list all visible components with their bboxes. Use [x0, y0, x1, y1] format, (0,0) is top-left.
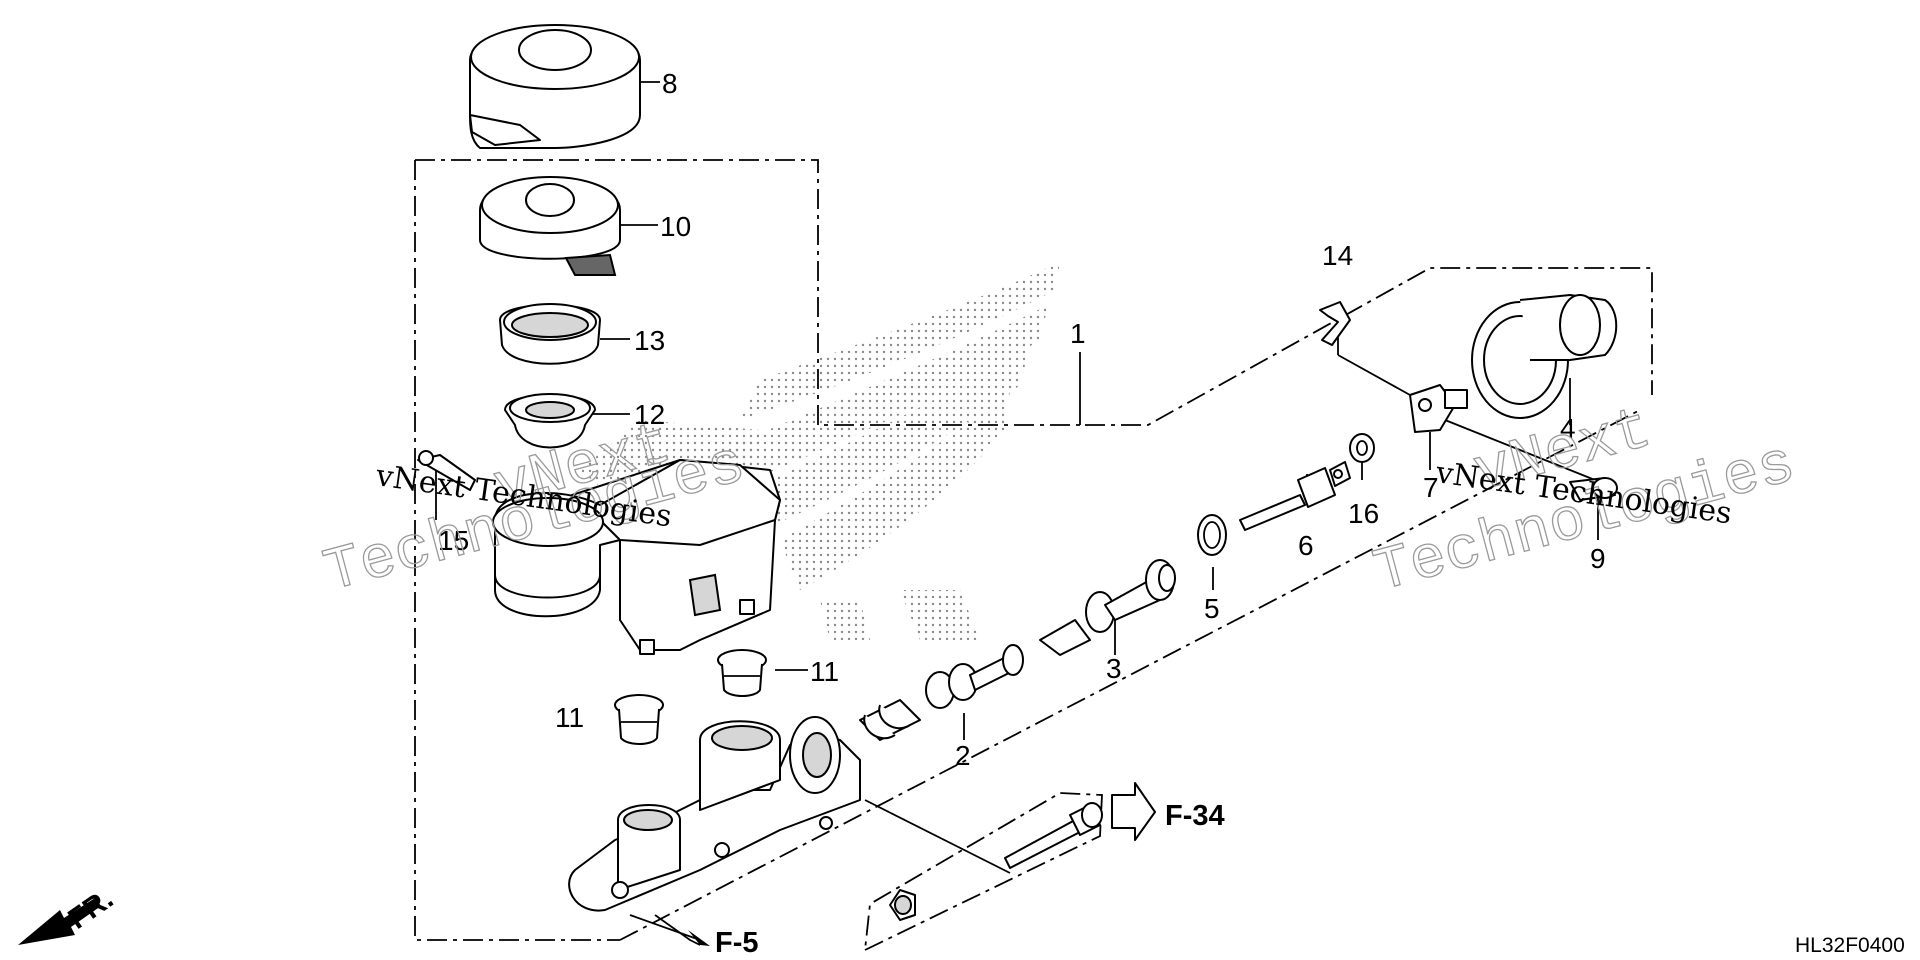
reservoir-cover	[469, 24, 641, 149]
callout-11-upper: 11	[810, 656, 839, 687]
front-direction-arrow-icon	[18, 898, 101, 945]
reference-arrow-icon	[1111, 782, 1156, 841]
reference-arrow-icon	[654, 914, 710, 946]
clip-14	[1319, 301, 1351, 346]
pin-9	[1569, 477, 1618, 501]
flange-nut	[889, 889, 916, 921]
grommet-upper	[717, 649, 767, 697]
joint-7	[1409, 384, 1468, 433]
callout-10: 10	[660, 211, 691, 242]
push-rod-6	[1239, 461, 1351, 531]
piston-3	[1039, 559, 1176, 656]
diaphragm-plate	[504, 393, 596, 449]
assembly-outline-left	[414, 159, 1653, 941]
callout-3: 3	[1106, 653, 1122, 684]
master-cylinder-body	[568, 716, 861, 912]
screw-15	[417, 450, 476, 491]
callout-9: 9	[1590, 543, 1606, 574]
piston-2	[859, 644, 1024, 741]
callout-4: 4	[1560, 413, 1576, 444]
grommet-lower	[614, 694, 664, 745]
diaphragm	[499, 303, 601, 365]
callout-15: 15	[438, 525, 469, 556]
boot-4	[1471, 294, 1618, 419]
callout-7: 7	[1423, 472, 1439, 503]
callout-1: 1	[1070, 318, 1086, 349]
callout-8: 8	[662, 68, 678, 99]
callout-16: 16	[1348, 498, 1379, 529]
callout-13: 13	[634, 325, 665, 356]
callout-labels: 1 2 3 4 5 6 7 8 9 10 11 11 12 13 14 15 1…	[438, 68, 1606, 771]
callout-2: 2	[955, 740, 971, 771]
callout-14: 14	[1322, 240, 1353, 271]
reference-f5[interactable]: F-5	[715, 927, 759, 959]
diagram-code: HL32F0400	[1795, 934, 1905, 957]
circlip-5	[1197, 514, 1227, 556]
reservoir-tank	[492, 459, 781, 655]
callout-6: 6	[1298, 530, 1314, 561]
flange-bolt	[1004, 802, 1103, 869]
callout-11-lower: 11	[555, 702, 584, 733]
reference-f34[interactable]: F-34	[1165, 800, 1225, 832]
assembly-outline-bolt	[864, 792, 1103, 951]
callout-12: 12	[634, 399, 665, 430]
reservoir-cap	[479, 176, 621, 276]
nut-16	[1349, 433, 1375, 463]
callout-5: 5	[1204, 593, 1220, 624]
